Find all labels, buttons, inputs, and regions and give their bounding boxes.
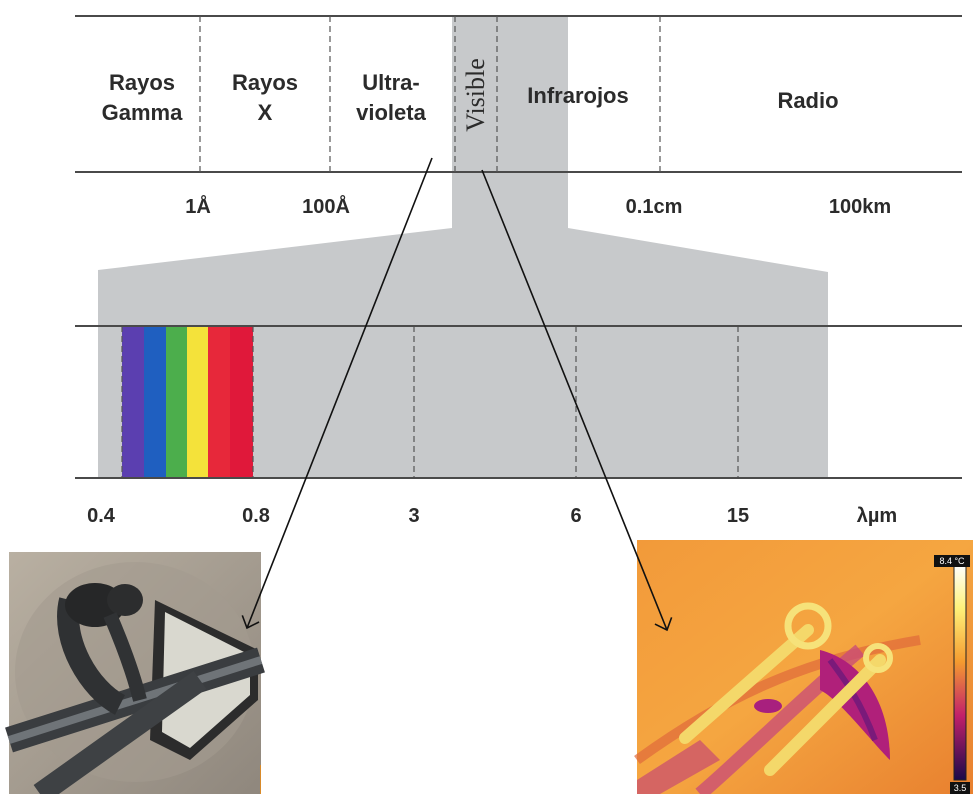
- arrow-to-visible-photo: [241, 157, 433, 630]
- band-visible-label: Visible: [461, 58, 490, 132]
- thermal-scale-bottom-label: 3.5: [954, 783, 967, 793]
- band-xray-line1: Rayos: [232, 70, 298, 95]
- top-tick-100A: 100Å: [302, 194, 350, 218]
- bottom-tick-6: 6: [570, 505, 581, 527]
- visible-zoom-region: [98, 16, 828, 478]
- thermal-scale-top-label: 8.4 °C: [939, 556, 965, 566]
- infrared-thermal-photo: 8.4 °C 3.5: [634, 540, 973, 794]
- band-gamma-line1: Rayos: [109, 70, 175, 95]
- band-gamma-line2: Gamma: [102, 100, 183, 125]
- band-xray-line2: X: [258, 100, 273, 125]
- band-uv-line2: violeta: [356, 100, 426, 125]
- band-uv-line1: Ultra-: [362, 70, 419, 95]
- bottom-tick-0-8: 0.8: [242, 505, 270, 527]
- stripe-red: [208, 326, 230, 478]
- thermal-scale-bar: [953, 564, 967, 781]
- stripe-green: [166, 326, 187, 478]
- bottom-tick-15: 15: [727, 505, 749, 527]
- visible-light-photo: [5, 552, 265, 794]
- stripe-deep-red: [230, 326, 253, 478]
- band-radio-label: Radio: [777, 88, 838, 113]
- top-tick-0-1cm: 0.1cm: [626, 196, 683, 218]
- band-infrared-label: Infrarojos: [527, 83, 628, 108]
- top-band-separators: [199, 16, 661, 172]
- bottom-tick-0-4: 0.4: [87, 505, 116, 527]
- stripe-blue: [144, 326, 166, 478]
- visible-spectrum-stripes: [122, 326, 253, 478]
- top-tick-100km: 100km: [829, 196, 891, 218]
- stripe-yellow: [187, 326, 208, 478]
- arrow-to-infrared-photo: [481, 169, 673, 632]
- top-tick-1A: 1Å: [185, 194, 211, 218]
- bottom-tick-unit: λµm: [857, 505, 897, 527]
- bottom-tick-3: 3: [408, 505, 419, 527]
- stripe-violet: [122, 326, 144, 478]
